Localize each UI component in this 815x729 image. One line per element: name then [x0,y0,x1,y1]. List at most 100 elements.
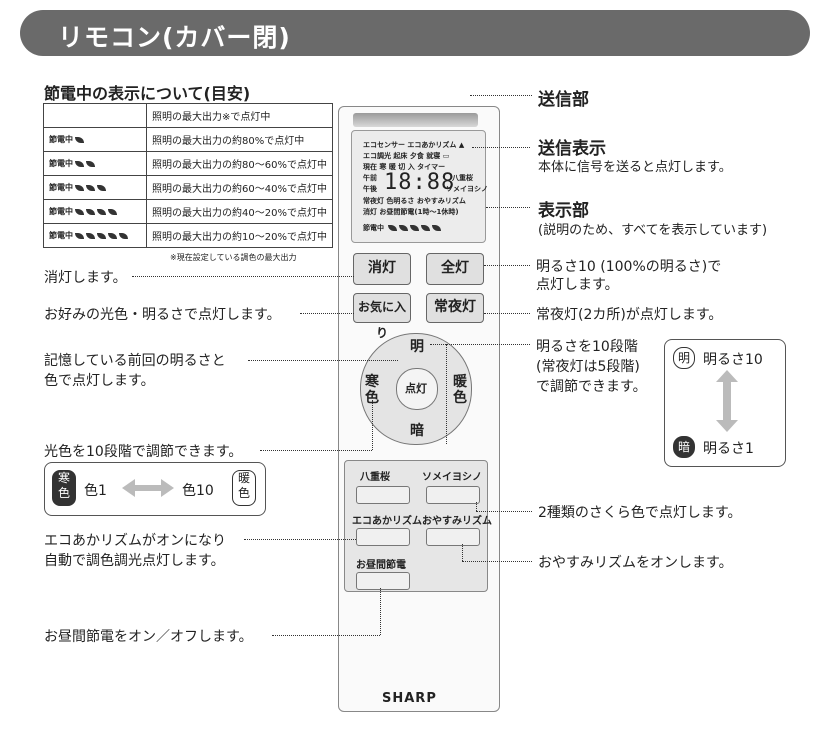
brighten-button[interactable]: 明 [410,339,424,355]
legend-cell: 照明の最大出力の約60～40%で点灯中 [146,175,333,200]
header-bar [20,10,810,56]
lcd-line: 現在 寒 暖 切 入 タイマー [363,163,446,171]
lcd-pm: 午後 [363,185,377,193]
table-row: 節電中 照明の最大出力の約80%で点灯中 [43,127,333,152]
page-title: リモコン(カバー閉) [58,23,291,52]
cold-label: 色1 [84,483,107,499]
table-row: 節電中照明の最大出力の約80～60%で点灯中 [43,151,333,176]
daytime-save-button[interactable] [356,572,410,590]
leader-line [372,400,373,450]
night-desc: 常夜灯(2カ所)が点灯します。 [536,307,723,323]
leaf-icon [75,184,84,191]
lcd-power-save: 節電中 [363,223,442,233]
leaf-icon [432,225,442,231]
legend-prefix: 節電中 [49,159,73,168]
leaf-icon [399,225,409,231]
leader-line [476,502,477,511]
full-desc-line1: 明るさ10 (100%の明るさ)で [536,259,722,275]
dark-icon: 暗 [673,436,695,458]
legend-cell: 照明の最大出力の約40～20%で点灯中 [146,199,333,224]
power-save-legend-table: 照明の最大出力※で点灯中 節電中照明の最大出力の約80%で点灯中 節電中照明の最… [43,103,333,248]
sakura-button[interactable] [356,486,410,504]
night-light-button[interactable]: 常夜灯 [426,293,484,323]
leader-line [260,450,372,451]
legend-header-cell: 照明の最大出力※で点灯中 [146,103,333,128]
leader-line [272,635,380,636]
eco-rhythm-label: エコあかリズム [352,516,422,527]
leader-line [484,313,530,314]
leaf-icon [75,232,84,239]
warm-icon: 暖色 [232,470,256,506]
favorite-desc: お好みの光色・明るさで点灯します。 [44,307,281,323]
dim-button[interactable]: 暗 [410,423,424,439]
lcd-sakura: 八重桜 [452,174,473,182]
leader-line [300,313,354,314]
lcd-line: エコ調光 起床 夕食 就寝 ▭ [363,152,450,160]
sender-label: 送信部 [538,90,589,110]
color-desc: 光色を10段階で調節できます。 [44,444,243,460]
display-label: 表示部 [538,201,589,221]
leader-line [430,344,530,345]
sleep-rhythm-button[interactable] [426,528,480,546]
brand-logo: SHARP [382,691,437,706]
leaf-icon [97,232,106,239]
leaf-icon [86,184,95,191]
full-on-button[interactable]: 全灯 [426,253,484,285]
light-on-label: 点灯 [405,382,427,395]
leader-line [244,539,356,540]
leaf-icon [75,160,84,167]
color-box [44,462,266,516]
eco-rhythm-button[interactable] [356,528,410,546]
leader-line [132,276,354,277]
lcd-someiyoshino: ソメイヨシノ [446,185,488,193]
eco-desc-line2: 自動で調色調光点灯します。 [44,553,225,569]
leader-line [248,360,398,361]
table-row: 照明の最大出力※で点灯中 [43,103,333,128]
warm-color-button[interactable]: 暖色 [453,374,467,406]
leaf-icon [421,225,431,231]
someiyoshino-button[interactable] [426,486,480,504]
send-display-label: 送信表示 [538,139,606,159]
leaf-icon [410,225,420,231]
sleep-rhythm-label: おやすみリズム [422,516,492,527]
legend-cell: 照明の最大出力の約80%で点灯中 [146,127,333,152]
lcd-digits: 18:88 [384,170,456,195]
bright-desc-line1: 明るさを10段階 [536,339,638,355]
leader-line [476,511,532,512]
leaf-icon [108,232,117,239]
memory-desc-line2: 色で点灯します。 [44,373,155,389]
favorite-button[interactable]: お気に入り [353,293,411,340]
daytime-desc: お昼間節電をオン／オフします。 [44,629,253,645]
full-desc-line2: 点灯します。 [536,277,619,293]
ir-sender [353,113,478,127]
leaf-icon [97,208,106,215]
leaf-icon [97,184,106,191]
leaf-icon [75,208,84,215]
leader-line [486,207,530,208]
legend-cell: 照明の最大出力の約10～20%で点灯中 [146,223,333,248]
cool-color-button[interactable]: 寒色 [365,374,379,406]
off-button[interactable]: 消灯 [353,253,411,285]
legend-prefix: 節電中 [49,135,73,144]
lcd-line: 消灯 お昼間節電(1時～1休時) [363,208,459,216]
leaf-icon [108,208,117,215]
left-arrow-icon [122,479,135,497]
daytime-save-label: お昼間節電 [356,560,406,571]
bright-label: 明るさ10 [703,352,763,368]
leader-line [462,561,532,562]
leader-line [472,147,530,148]
right-arrow-icon [161,479,174,497]
table-row: 節電中照明の最大出力の約10～20%で点灯中 [43,223,333,248]
table-row: 節電中照明の最大出力の約60～40%で点灯中 [43,175,333,200]
warm-label: 色10 [182,483,214,499]
leader-line [462,544,463,561]
sakura-label: 八重桜 [360,472,390,483]
eco-desc-line1: エコあかリズムがオンになり [44,533,226,549]
lcd-line: 常夜灯 色明るさ おやすみリズム [363,197,466,205]
cold-icon: 寒色 [52,470,76,506]
leaf-icon [388,225,398,231]
light-on-button[interactable] [396,368,438,410]
leaf-icon [86,160,95,167]
lcd-line: エコセンサー エコあかリズム ▲ [363,141,465,149]
dark-label: 明るさ1 [703,441,754,457]
